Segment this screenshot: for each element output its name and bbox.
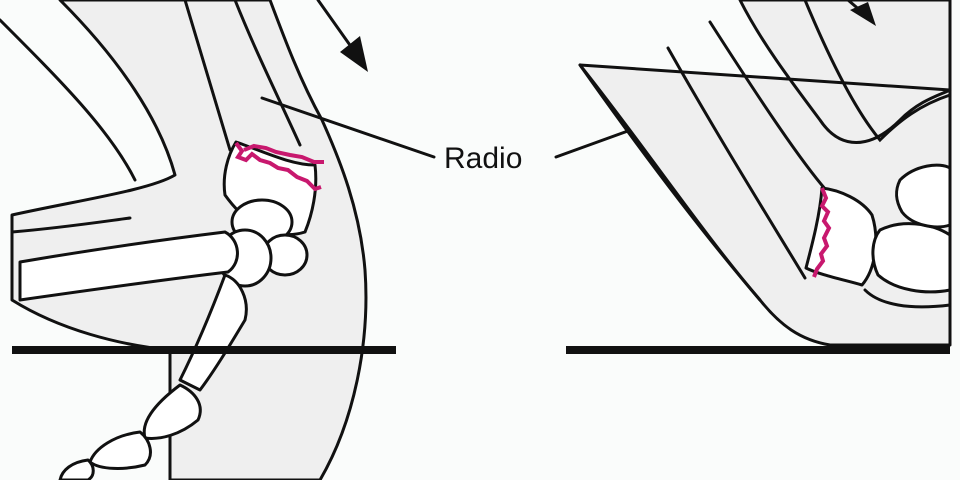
right-carpal-1 (871, 222, 952, 294)
right-forearm-skin (578, 0, 952, 347)
radius-label: Radio (444, 142, 523, 175)
right-fracture-line (812, 187, 832, 278)
label-leader-left (260, 96, 436, 159)
left-phalanx-1 (142, 383, 202, 440)
right-ground-line (566, 346, 950, 354)
right-carpal-2 (895, 163, 952, 229)
left-forearm-contour (0, 18, 137, 182)
right-forearm-upper (803, 0, 952, 143)
left-force-arrow-head (340, 36, 368, 72)
left-radius-shaft-inner (233, 0, 302, 147)
right-radius-shaft-2 (666, 46, 807, 280)
left-force-arrow-shaft (316, 0, 354, 50)
left-fracture-line (234, 141, 324, 192)
left-phalanx-2 (88, 430, 152, 470)
right-force-arrow-head (850, 2, 876, 26)
right-hand-contour (863, 288, 952, 309)
left-phalanx-3 (58, 458, 95, 480)
right-radius-shaft-3 (708, 20, 828, 192)
left-panel (0, 0, 396, 480)
right-radius-shaft-1 (578, 63, 762, 302)
left-radius-shaft-outer (183, 0, 232, 152)
left-ground-line (12, 346, 396, 354)
left-metacarpal-2 (178, 273, 248, 392)
left-thumb-contour (10, 216, 132, 234)
right-panel (566, 0, 952, 354)
left-metacarpal-1 (18, 230, 239, 302)
